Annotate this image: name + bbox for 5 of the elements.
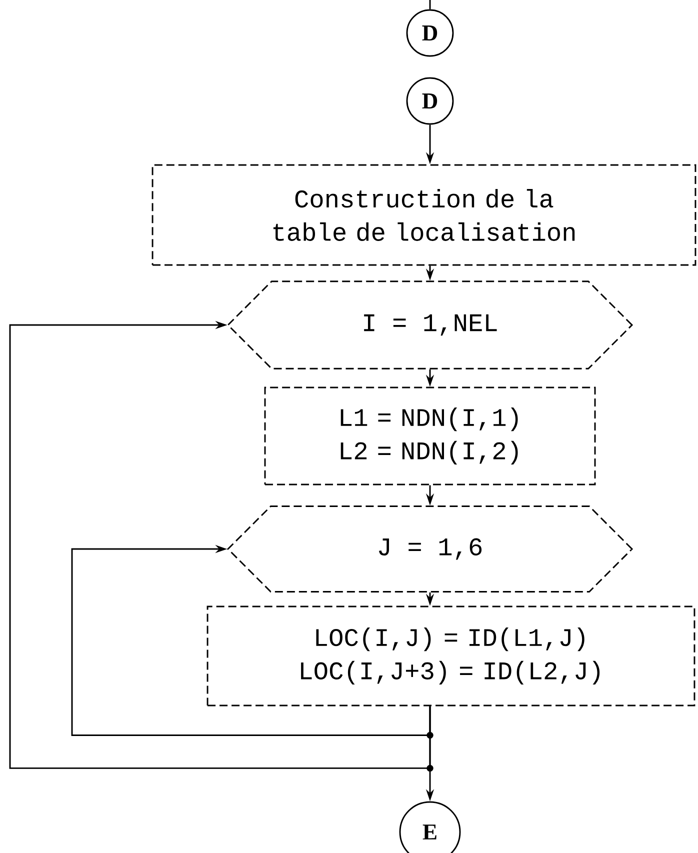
arrow: [9, 320, 434, 772]
process-box: L1 = NDN(I,1) L2 = NDN(I,2): [264, 386, 596, 486]
process-box: LOC(I,J) = ID(L1,J) LOC(I,J+3) = ID(L2,J): [206, 606, 696, 706]
process-box: Construction de la table de localisation: [152, 164, 696, 266]
arrow: [71, 544, 434, 739]
